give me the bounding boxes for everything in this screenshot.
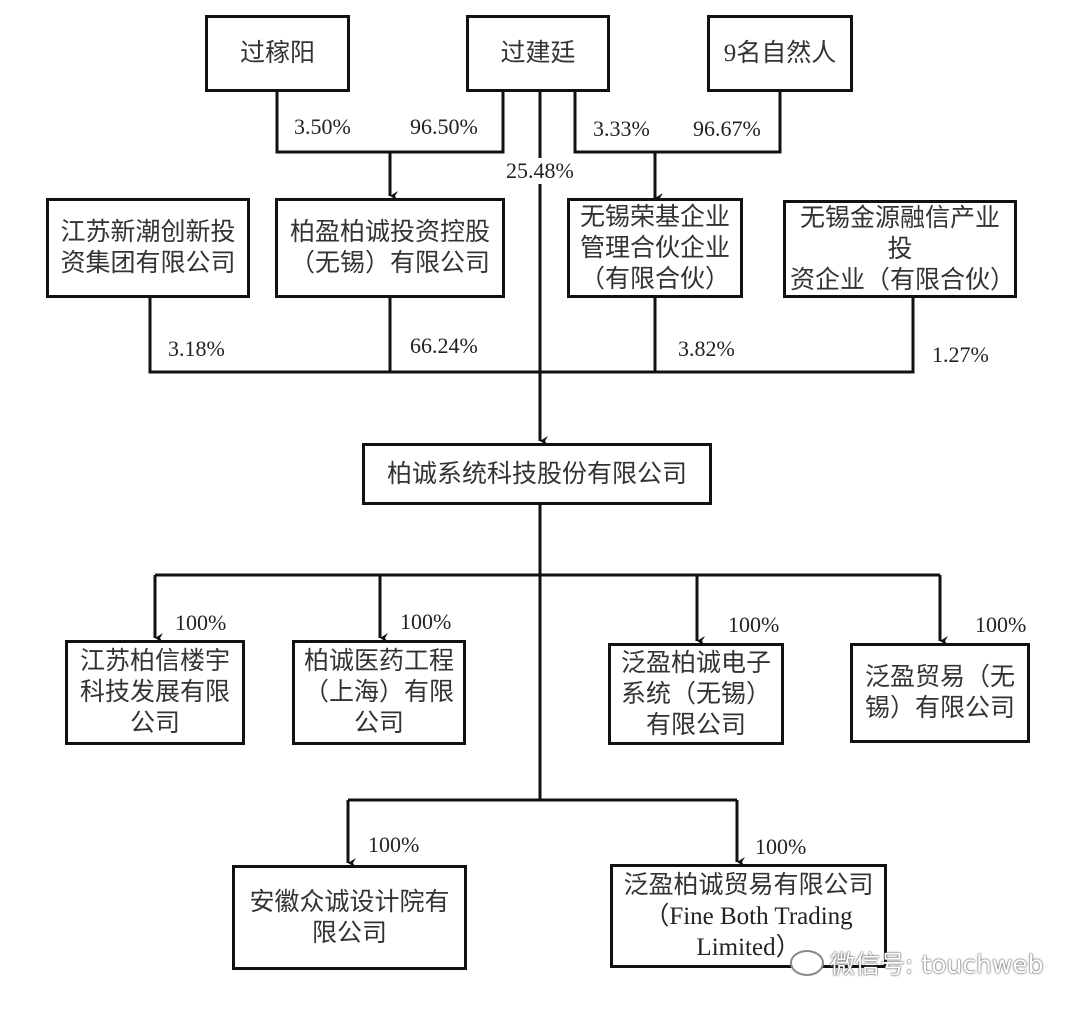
box-text: 江苏柏信楼宇 [79,648,230,675]
box-text: 锡）有限公司 [864,695,1015,722]
subsidiary-box-maoyi-wuxi: 泛盈贸易（无锡）有限公司 [850,643,1030,743]
box-text: 公司 [353,710,404,737]
box-text: 资企业（有限合伙） [790,266,1016,294]
pct-label: 96.67% [693,116,761,141]
box-text: Limited） [696,933,801,961]
watermark-text: 微信号: touchweb [830,950,1044,979]
shareholder-box-boying: 柏盈柏诚投资控股 （无锡）有限公司 [275,198,505,298]
shareholder-name: 过稼阳 [239,40,315,67]
shareholder-box-xinchao: 江苏新潮创新投资集团有限公司 [46,198,250,298]
shareholder-name: 过建廷 [500,40,576,67]
pct-label: 66.24% [410,333,478,358]
box-text: 安徽众诚设计院有 [249,888,450,916]
pct-label: 1.27% [932,342,989,367]
subsidiary-box-baixin: 江苏柏信楼宇科技发展有限公司 [65,640,245,745]
box-text: 有限公司 [645,711,746,739]
box-text: 管理合伙企业 [579,234,730,262]
box-text: 柏盈柏诚投资控股 [289,219,490,246]
box-text: 江苏新潮创新投 [60,219,236,246]
main-company-name: 柏诚系统科技股份有限公司 [386,460,687,488]
pct-label: 3.18% [168,336,225,361]
subsidiary-box-yiyao: 柏诚医药工程 （上海）有限公司 [292,640,466,745]
pct-label: 100% [728,612,780,637]
shareholder-box-nine-persons: 9名自然人 [707,15,853,92]
pct-label: 100% [755,834,807,859]
shareholder-box-rongji: 无锡荣基企业管理合伙企业 （有限合伙） [567,198,743,298]
box-text: 系统（无锡） [620,680,771,708]
shareholder-name: 9名自然人 [723,40,837,67]
box-text: （上海）有限 [303,679,454,706]
main-company-box: 柏诚系统科技股份有限公司 [362,443,712,505]
box-text: 柏诚医药工程 [303,648,454,675]
box-text: 公司 [129,710,180,737]
box-text: 无锡金源融信产业投 [799,204,1000,263]
shareholder-box-guojiayang: 过稼阳 [205,15,350,92]
line-rongji-owners [573,92,782,154]
pct-label: 100% [400,609,452,634]
box-text: 泛盈柏诚贸易有限公司 [623,871,874,899]
pct-label: 25.48% [506,158,574,184]
box-text: 无锡荣基企业 [579,203,730,231]
shareholder-box-jinyuan: 无锡金源融信产业投资企业（有限合伙） [783,200,1017,298]
box-text: 资集团有限公司 [60,250,236,277]
box-text: 泛盈柏诚电子 [620,649,771,677]
box-text: （无锡）有限公司 [289,250,490,277]
watermark: 微信号: touchweb [790,945,1044,981]
pct-label: 3.33% [593,116,650,141]
box-text: 泛盈贸易（无 [864,664,1015,691]
box-text: 科技发展有限 [79,679,230,706]
pct-label: 100% [975,612,1027,637]
subsidiary-box-anhui: 安徽众诚设计院有限公司 [232,865,467,970]
wechat-icon [790,950,824,976]
box-text: 限公司 [311,919,387,947]
subsidiary-box-dianzi: 泛盈柏诚电子系统（无锡） 有限公司 [608,643,784,745]
pct-label: 3.82% [678,336,735,361]
shareholder-box-guojianting: 过建廷 [466,15,610,92]
box-text: （Fine Both Trading [644,902,853,930]
box-text: （有限合伙） [579,265,730,293]
pct-label: 100% [368,832,420,857]
pct-label: 3.50% [294,114,351,139]
line-mid-shareholders [148,298,915,374]
pct-label: 96.50% [410,114,478,139]
pct-label: 100% [175,610,227,635]
